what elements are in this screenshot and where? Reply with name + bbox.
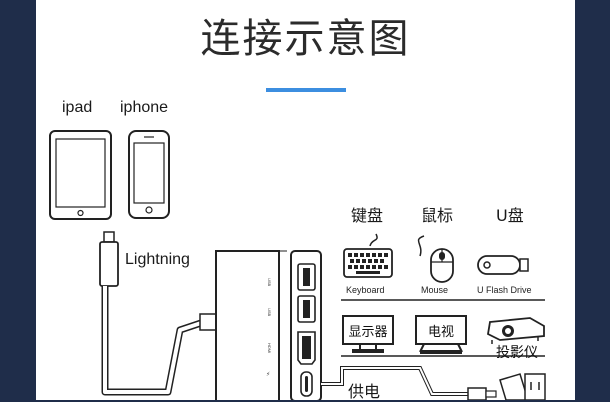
svg-text:USB: USB	[267, 278, 272, 287]
flash-category-label: U盘	[496, 206, 524, 225]
mouse-icon	[417, 235, 454, 283]
tv-label: 电视	[427, 325, 454, 340]
power-label: 供电	[348, 382, 381, 401]
projector-label: 投影仪	[496, 345, 538, 361]
tv-icon	[415, 315, 467, 354]
svg-text:HDMI: HDMI	[267, 343, 272, 353]
monitor-label: 显示器	[348, 325, 388, 340]
keyboard-caption: Keyboard	[346, 285, 385, 295]
iphone-label: iphone	[120, 99, 169, 116]
ipad-label: ipad	[62, 99, 93, 116]
keyboard-category-label: 键盘	[351, 206, 384, 225]
lightning-cable-icon	[99, 231, 217, 396]
projector-icon	[487, 317, 545, 344]
usb-flash-drive-icon	[477, 255, 529, 275]
iphone-icon	[128, 130, 170, 219]
power-adapter-icon	[499, 373, 546, 400]
svg-text:USB: USB	[267, 308, 272, 317]
mouse-category-label: 鼠标	[421, 206, 454, 225]
flash-caption: U Flash Drive	[477, 285, 532, 295]
keyboard-icon	[343, 233, 393, 278]
hub-adapter-icon: USB USB HDMI ⚡	[215, 250, 287, 400]
page-title: 连接示意图	[200, 16, 411, 62]
title-underline	[266, 88, 346, 92]
monitor-icon	[342, 315, 394, 353]
lightning-label: Lightning	[125, 251, 190, 268]
ipad-icon	[49, 130, 112, 220]
power-cable-icon	[321, 366, 497, 400]
svg-text:⚡: ⚡	[266, 371, 270, 378]
hub-ports-face	[290, 250, 322, 400]
mouse-caption: Mouse	[421, 285, 449, 295]
